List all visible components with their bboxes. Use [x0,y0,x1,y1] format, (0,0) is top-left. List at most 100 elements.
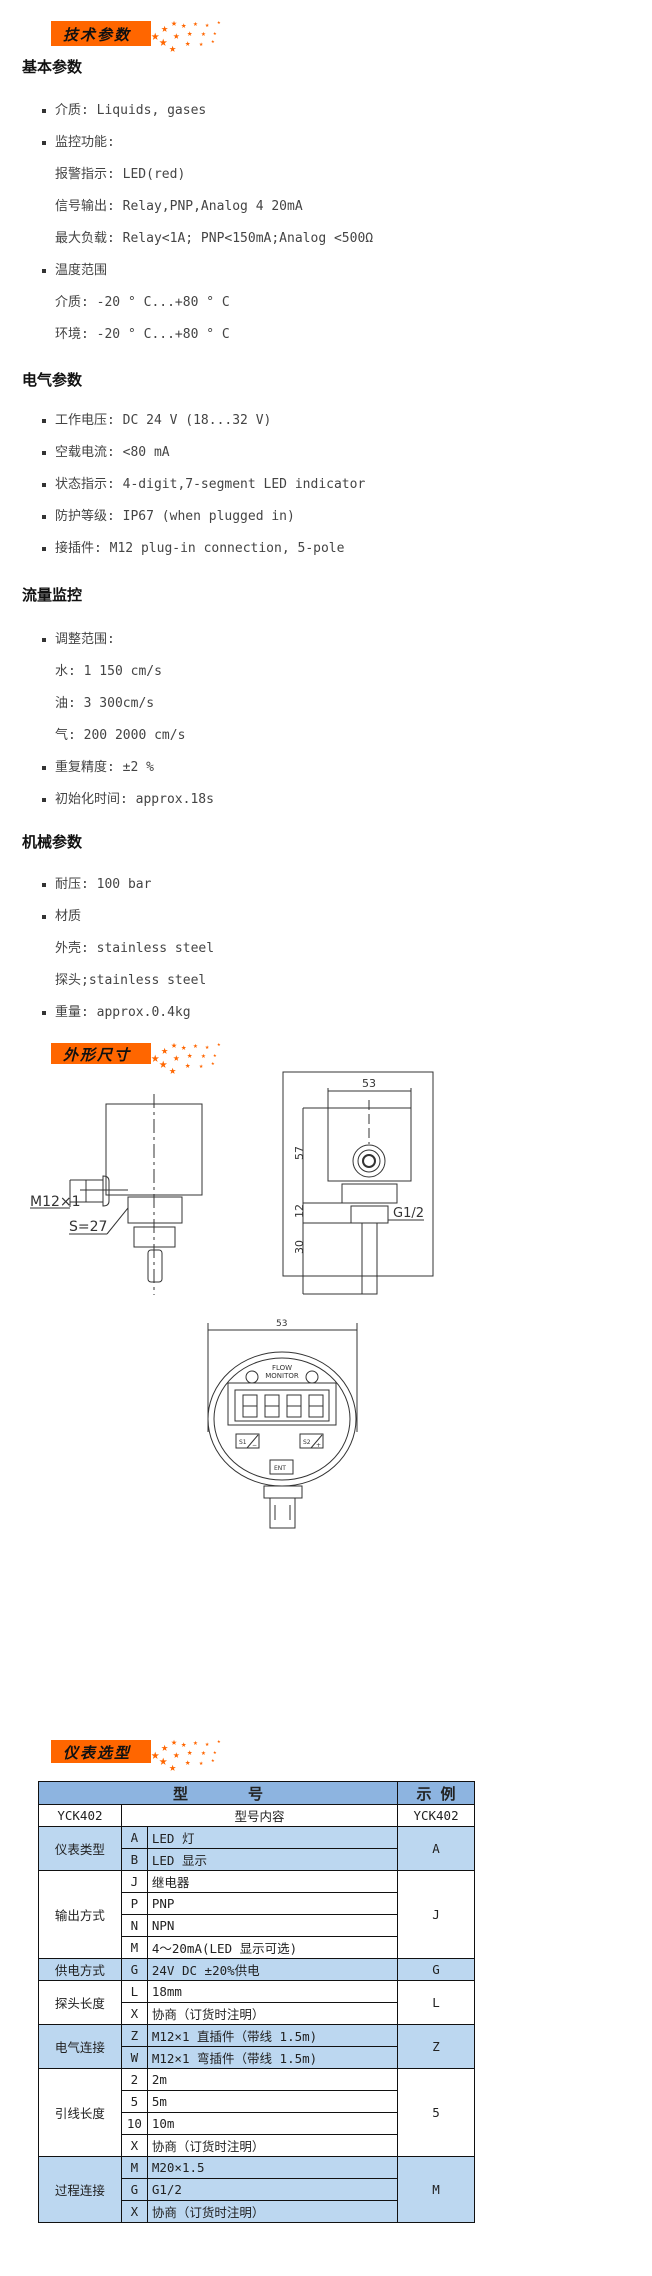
bullet-item: 介质: Liquids, gases [41,95,206,127]
star-icon: ★ [151,28,160,44]
height-57-label: 57 [293,1146,306,1160]
table-header-row: 型 号 示 例 [37,1781,475,1805]
star-icon: ★ [169,41,177,55]
star-icon: ★ [213,1052,217,1059]
bullet-item: 重量: approx.0.4kg [42,997,191,1029]
option-description: NPN [146,1914,399,1937]
option-description: 10m [146,2112,399,2135]
s27-label: S=27 [69,1219,107,1235]
front-view-drawing: 53 57 12 30 G1/2 [282,1071,434,1295]
section-heading: 机械参数 [22,833,83,851]
option-code: B [120,1848,148,1871]
stars-decoration: ★★★★★★★★★★★★★★★★ [147,17,247,55]
plus-label: + [316,1442,321,1449]
group-label: 供电方式 [38,1958,122,1981]
example-value: L [397,1980,475,2025]
g12-label: G1/2 [393,1206,424,1221]
star-icon: ★ [193,19,198,28]
section-heading: 电气参数 [22,371,83,389]
star-icon: ★ [201,29,206,38]
option-description: G1/2 [146,2178,399,2201]
dimension-drawings: M12×1 S=27 53 57 12 30 G1/2 53 FLOW MONI… [30,1071,434,1529]
bullet-item: 工作电压: DC 24 V (18...32 V) [41,405,271,437]
option-description: 协商（订货时注明） [146,2002,399,2025]
star-icon: ★ [205,1043,210,1051]
sub-item: 探头;stainless steel [55,973,207,988]
option-code: G [120,2178,148,2201]
bullet-item: 状态指示: 4-digit,7-segment LED indicator [41,469,365,501]
option-code: L [120,1980,148,2003]
side-view-drawing: M12×1 S=27 [30,1094,203,1295]
bullet-item: 温度范围 [41,255,107,287]
group-label: 引线长度 [38,2068,122,2157]
sub-item: 最大负载: Relay<1A; PNP<150mA;Analog <500Ω [55,231,374,246]
example-value: J [397,1870,475,1959]
star-icon: ★ [181,1043,187,1053]
sub-item: 报警指示: LED(red) [55,167,186,182]
star-icon: ★ [211,1757,215,1764]
bullet-item: 初始化时间: approx.18s [42,784,214,816]
flow-label: FLOW [272,1364,292,1372]
option-description: 18mm [146,1980,399,2003]
bullet-item: 防护等级: IP67 (when plugged in) [42,501,295,533]
bullet-item: 调整范围: [42,624,115,656]
banner-tech-params: 技术参数★★★★★★★★★★★★★★★★ [51,19,221,54]
sub-item: 外壳: stainless steel [55,941,215,956]
star-icon: ★ [169,1760,177,1774]
option-code: 10 [120,2112,148,2135]
star-icon: ★ [211,38,215,45]
height-12-label: 12 [293,1204,306,1218]
bullet-item: 接插件: M12 plug-in connection, 5-pole [41,533,344,565]
star-icon: ★ [181,21,187,31]
option-code: N [120,1914,148,1937]
header-model: 型 号 [37,1781,399,1805]
sub-item: 水: 1 150 cm/s [55,664,162,679]
star-icon: ★ [193,1738,198,1747]
star-icon: ★ [217,1738,221,1745]
s1-label: S1 [239,1439,247,1446]
example-value: 5 [397,2068,475,2157]
option-code: X [120,2002,148,2025]
option-description: 协商（订货时注明） [146,2134,399,2157]
option-code: M [120,2156,148,2179]
bullet-item: 重复精度: ±2 % [42,752,154,784]
option-code: X [120,2134,148,2157]
star-icon: ★ [159,1753,168,1769]
star-icon: ★ [199,40,204,48]
option-description: M20×1.5 [146,2156,399,2179]
option-code: J [120,1870,148,1893]
star-icon: ★ [159,1056,168,1072]
option-code: W [120,2046,148,2069]
section-heading: 流量监控 [22,586,83,604]
banner-title: 仪表选型 [63,1744,132,1762]
option-code: 5 [120,2090,148,2113]
example-value: M [397,2156,475,2223]
star-icon: ★ [185,39,191,49]
sub-item: 环境: -20 ° C...+80 ° C [55,327,230,342]
option-code: M [120,1936,148,1959]
option-description: 5m [146,2090,399,2113]
option-description: PNP [146,1892,399,1915]
banner-selection: 仪表选型★★★★★★★★★★★★★★★★ [51,1738,221,1773]
height-30-label: 30 [293,1240,306,1254]
star-icon: ★ [171,1040,178,1051]
group-label: 输出方式 [38,1870,122,1959]
group-label: 探头长度 [38,1980,122,2025]
star-icon: ★ [187,29,193,39]
group-label: 仪表类型 [38,1826,122,1871]
width-53-label: 53 [362,1077,376,1090]
star-icon: ★ [151,1747,160,1763]
star-icon: ★ [187,1051,193,1061]
banner-title: 技术参数 [63,26,132,44]
bullet-item: 监控功能: [42,127,115,159]
